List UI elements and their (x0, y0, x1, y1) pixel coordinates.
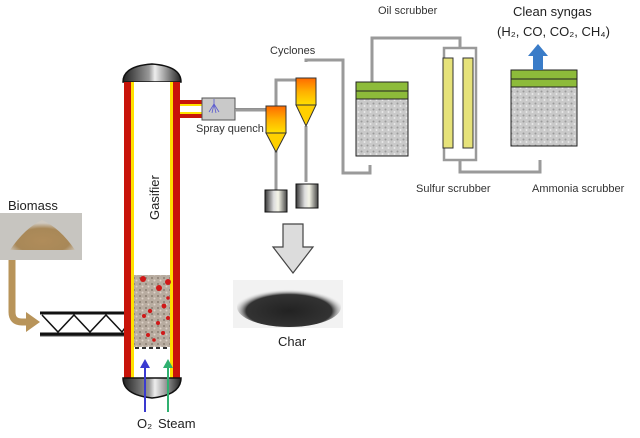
biomass-feed-arrow (8, 260, 28, 326)
cyclone-2 (295, 77, 319, 209)
cyclone-1-collector (264, 189, 288, 213)
char-arrow (271, 223, 315, 274)
ammonia-scrubber (510, 69, 578, 147)
oil-scrubber (355, 81, 409, 157)
screw-feeder (40, 311, 135, 337)
spray-nozzle-icon (208, 99, 220, 114)
gasifier-label: Gasifier (147, 175, 162, 220)
o2-arrowhead (140, 359, 150, 368)
syngas-arrow (533, 55, 543, 70)
gasifier-outlet-duct (180, 100, 202, 118)
char-label: Char (278, 334, 307, 349)
cyclones-label: Cyclones (270, 45, 316, 57)
spray-quench-label: Spray quench (196, 123, 264, 135)
ammonia-scrubber-label: Ammonia scrubber (532, 183, 625, 195)
steam-label: Steam (158, 416, 196, 431)
biomass-label: Biomass (8, 198, 58, 213)
cyclone-1 (264, 105, 288, 213)
clean-syngas-label: Clean syngas (513, 4, 592, 19)
sulfur-scrubber (442, 46, 478, 162)
steam-arrowhead (163, 359, 173, 368)
gasifier-top-dome (122, 63, 182, 83)
biomass-feed-arrowhead (26, 312, 40, 332)
char-image (233, 280, 343, 328)
gasifier-bottom-dome (122, 377, 182, 399)
gasifier (122, 63, 182, 399)
biomass-image (0, 213, 82, 260)
sulfur-scrubber-label: Sulfur scrubber (416, 183, 491, 195)
cyclone-2-collector (295, 183, 319, 209)
oil-scrubber-label: Oil scrubber (378, 5, 438, 17)
syngas-arrowhead (528, 44, 548, 56)
o2-label: O₂ (137, 416, 152, 431)
syngas-composition-label: (H₂, CO, CO₂, CH₄) (497, 24, 610, 39)
spray-quench (201, 97, 236, 121)
